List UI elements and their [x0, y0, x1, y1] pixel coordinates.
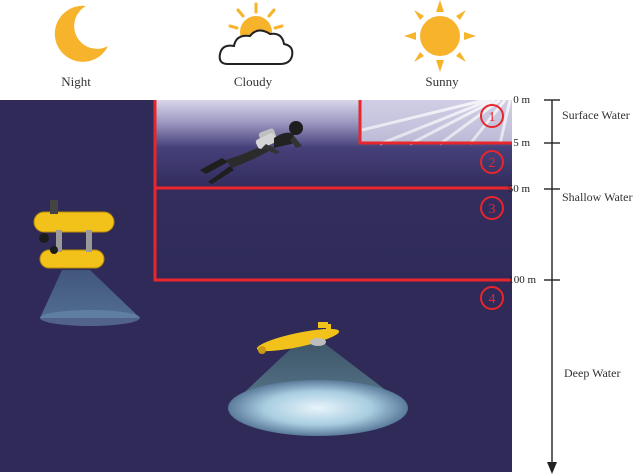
auv-vehicle: [228, 322, 408, 436]
sunlight-rays: [360, 100, 512, 146]
zone-marker-3: 3: [480, 196, 504, 220]
depth-tick-5m: 5 m: [513, 137, 530, 149]
deep-water-label: Deep Water: [564, 366, 621, 380]
auv-light-pool: [228, 380, 408, 436]
shallow-water-label: Shallow Water: [562, 190, 633, 204]
zone-markers: 1 2 3 4: [480, 104, 504, 310]
zone-marker-2: 2: [480, 150, 504, 174]
svg-text:4: 4: [489, 292, 496, 307]
zone-marker-1: 1: [480, 104, 504, 128]
zone-boundaries: [153, 100, 512, 282]
depth-tick-100m: 100 m: [508, 274, 536, 286]
svg-text:2: 2: [489, 156, 496, 171]
sunny-label: Sunny: [425, 74, 459, 89]
cloud-sun-icon: [216, 2, 296, 70]
zone-line-5m: [358, 100, 512, 145]
moon-icon: [48, 2, 112, 66]
zone-marker-4: 4: [480, 286, 504, 310]
cloudy-label: Cloudy: [233, 74, 273, 89]
svg-text:3: 3: [489, 202, 496, 217]
zone-line-100m: [153, 188, 512, 282]
svg-text:1: 1: [489, 110, 496, 125]
diver: [200, 121, 303, 184]
ocean-scene: 1 2 3 4: [0, 100, 512, 472]
depth-tick-0m: 0 m: [513, 94, 530, 106]
depth-axis: [544, 99, 560, 474]
rov-vehicle: [33, 200, 140, 326]
axis-arrow-icon: [547, 462, 557, 474]
night-label: Night: [61, 74, 91, 89]
sun-icon: [404, 0, 476, 72]
depth-tick-50m: 50 m: [507, 183, 530, 195]
surface-water-label: Surface Water: [562, 108, 630, 122]
rov-sonar-cone: [40, 270, 140, 318]
